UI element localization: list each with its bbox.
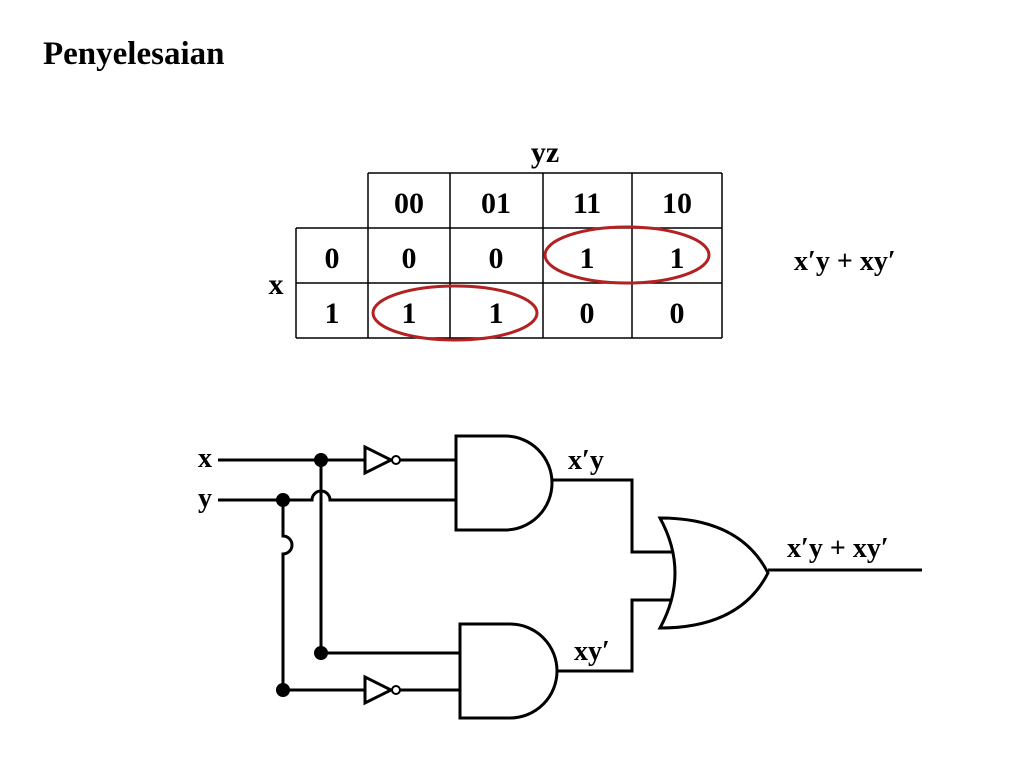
kmap-cell: 0 bbox=[670, 297, 685, 330]
kmap-expression: x′y + xy′ bbox=[794, 246, 896, 277]
or-gate bbox=[657, 516, 770, 630]
kmap-cell: 1 bbox=[402, 297, 417, 330]
input-y-label: y bbox=[198, 483, 212, 514]
kmap-row-variable: x bbox=[269, 268, 284, 301]
kmap-grid bbox=[295, 172, 723, 339]
kmap-group-loop-bottom bbox=[371, 284, 539, 342]
wire-and-top-out bbox=[552, 478, 674, 554]
karnaugh-map: yz x 00 01 11 10 0 0 0 1 1 1 1 1 0 0 bbox=[269, 136, 896, 342]
kmap-column-header: 10 bbox=[662, 187, 692, 220]
and-bottom-output-label: xy′ bbox=[574, 636, 610, 667]
kmap-cell: 0 bbox=[402, 242, 417, 275]
not-gate-top bbox=[363, 444, 395, 476]
kmap-cell: 0 bbox=[489, 242, 504, 275]
kmap-column-header: 11 bbox=[573, 187, 601, 220]
kmap-column-header: 00 bbox=[394, 187, 424, 220]
wire-y bbox=[218, 489, 456, 502]
logic-circuit: x y x′y xy′ x′y + xy′ bbox=[198, 434, 922, 720]
kmap-cell: 1 bbox=[670, 242, 685, 275]
and-gate-bottom bbox=[458, 622, 559, 720]
input-x-label: x bbox=[198, 443, 212, 474]
and-gate-top bbox=[454, 434, 554, 532]
not-gate-top-bubble bbox=[391, 455, 401, 465]
and-top-output-label: x′y bbox=[568, 445, 604, 476]
or-output-label: x′y + xy′ bbox=[787, 533, 889, 564]
kmap-row-header: 1 bbox=[325, 297, 340, 330]
not-gate-bottom bbox=[363, 674, 395, 706]
kmap-column-variable: yz bbox=[531, 136, 559, 169]
wire-y-branch bbox=[281, 500, 294, 690]
kmap-cell: 1 bbox=[580, 242, 595, 275]
kmap-cell: 0 bbox=[580, 297, 595, 330]
kmap-group-loop-top bbox=[543, 225, 711, 285]
kmap-row-header: 0 bbox=[325, 242, 340, 275]
wire-and-bottom-out bbox=[557, 598, 674, 673]
page-title: Penyelesaian bbox=[43, 36, 225, 72]
kmap-column-header: 01 bbox=[481, 187, 511, 220]
kmap-cell: 1 bbox=[489, 297, 504, 330]
not-gate-bottom-bubble bbox=[391, 685, 401, 695]
